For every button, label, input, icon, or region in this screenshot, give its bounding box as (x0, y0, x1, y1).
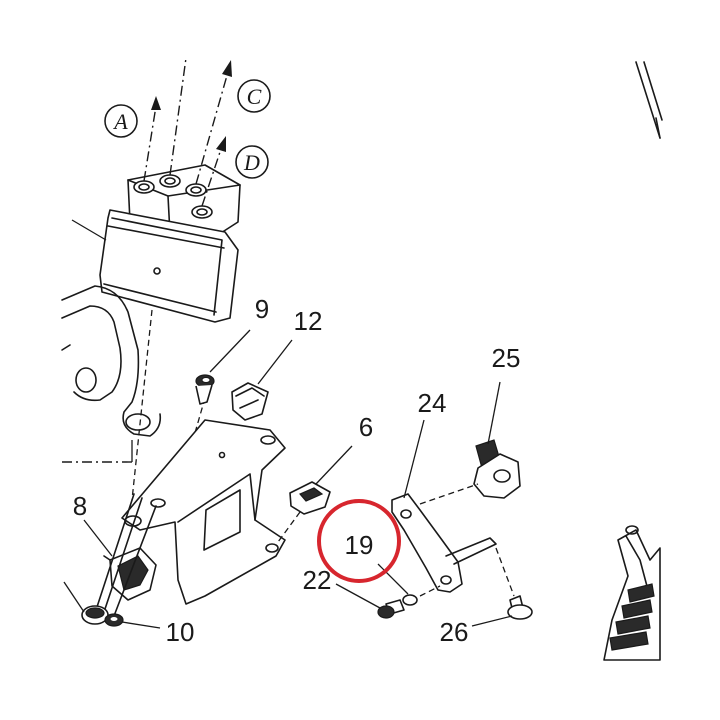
connector-d: D (235, 145, 269, 179)
abs-modulator-unit (99, 164, 241, 323)
part-10-washer (104, 613, 124, 627)
callout-6: 6 (359, 412, 373, 442)
part-19-washer (402, 594, 418, 606)
connector-c-label: C (247, 84, 262, 109)
part-9-bolt (195, 374, 215, 405)
bolt-shaft-left-2 (103, 497, 143, 613)
callout-22: 22 (303, 565, 332, 595)
connector-a: A (104, 104, 138, 138)
part-25-knob (473, 439, 521, 499)
mount-axis-line (131, 309, 153, 501)
callout-26: 26 (440, 617, 469, 647)
part-24-bracket (391, 493, 497, 593)
sensor-bolt-head (81, 605, 109, 625)
hose-direction-lines (143, 57, 232, 207)
callout-24: 24 (418, 388, 447, 418)
callout-9: 9 (255, 294, 269, 324)
part-26-screw (507, 595, 533, 620)
connector-d-label: D (243, 150, 260, 175)
fork-tube-right (603, 525, 661, 661)
part-22-bolt (377, 599, 405, 619)
callout-19: 19 (345, 530, 374, 560)
connector-c: C (237, 79, 271, 113)
frame-outline (61, 285, 162, 437)
highlight-circle (317, 499, 401, 583)
bolt-shaft-left (95, 493, 135, 611)
part-12-clip-nut (231, 382, 269, 421)
callout-12: 12 (294, 306, 323, 336)
part-6-clip-nut (289, 481, 331, 515)
callout-8: 8 (73, 491, 87, 521)
bolt-shaft-right (113, 505, 157, 617)
connector-a-label: A (112, 109, 128, 134)
callout-10: 10 (166, 617, 195, 647)
frame-edge-right (635, 61, 663, 139)
callout-25: 25 (492, 343, 521, 373)
